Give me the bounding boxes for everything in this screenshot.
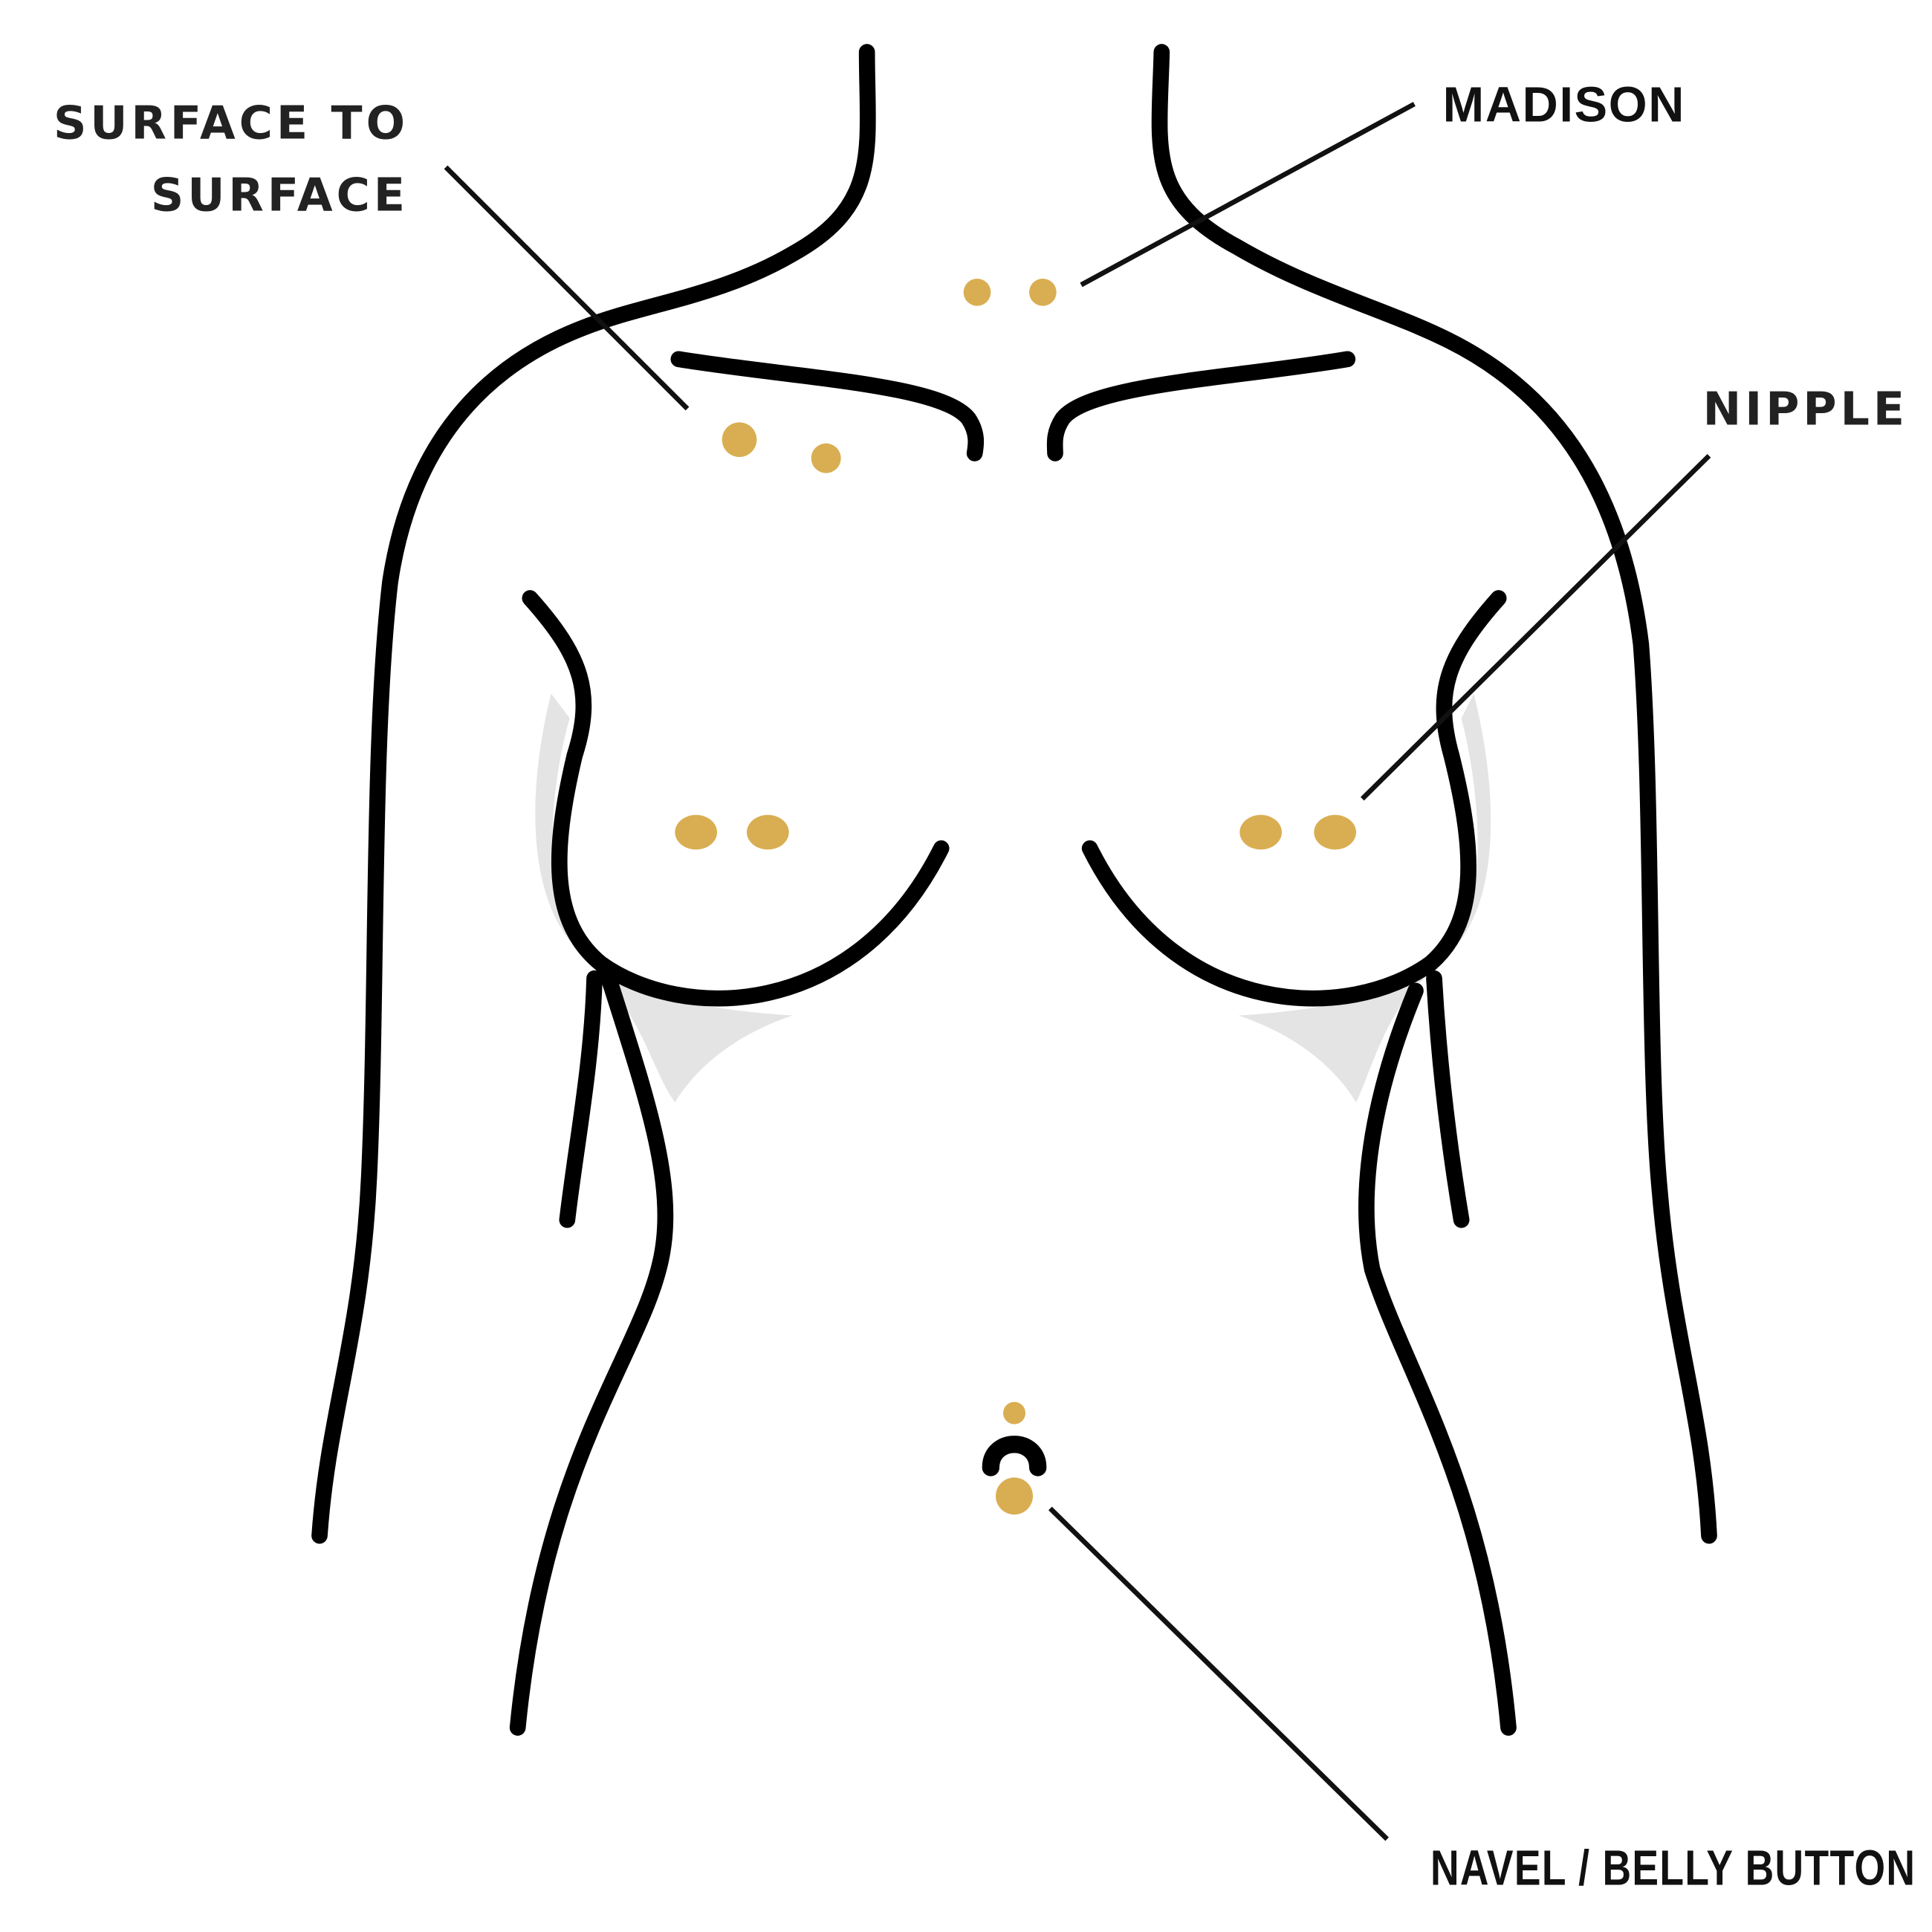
madison-leader-line bbox=[1080, 102, 1416, 288]
right-waist bbox=[1358, 982, 1517, 1736]
navel-icon bbox=[982, 1436, 1047, 1476]
navel-leader-line bbox=[1048, 1506, 1390, 1841]
label-surface-line1: SURFACE TO bbox=[54, 97, 409, 150]
navel-jewelry bbox=[996, 1401, 1033, 1515]
madison-jewelry bbox=[963, 279, 1057, 306]
nipple-left-jewelry bbox=[675, 814, 789, 850]
surface-leader-line bbox=[444, 165, 690, 411]
breast-shadow-right bbox=[1238, 693, 1491, 1103]
left-breast bbox=[522, 590, 950, 1007]
left-waist bbox=[509, 964, 674, 1736]
nipple-leader-line bbox=[1360, 453, 1711, 801]
label-navel: NAVEL / BELLY BUTTON bbox=[1430, 1841, 1916, 1896]
surface-jewelry bbox=[722, 422, 841, 473]
label-nipple: NIPPLE bbox=[1703, 383, 1908, 436]
nipple-right-jewelry bbox=[1239, 814, 1356, 850]
right-collarbone bbox=[1046, 351, 1356, 461]
right-neck-shoulder-arm bbox=[1151, 44, 1717, 1544]
left-collarbone bbox=[670, 351, 985, 461]
right-inner-arm bbox=[1426, 970, 1470, 1228]
breast-shadow-left bbox=[535, 693, 793, 1103]
left-inner-arm bbox=[559, 970, 603, 1228]
left-neck-shoulder-arm bbox=[311, 44, 876, 1544]
label-surface-line2: SURFACE bbox=[151, 168, 409, 221]
label-madison: MADISON bbox=[1443, 77, 1685, 132]
right-breast bbox=[1081, 590, 1507, 1007]
